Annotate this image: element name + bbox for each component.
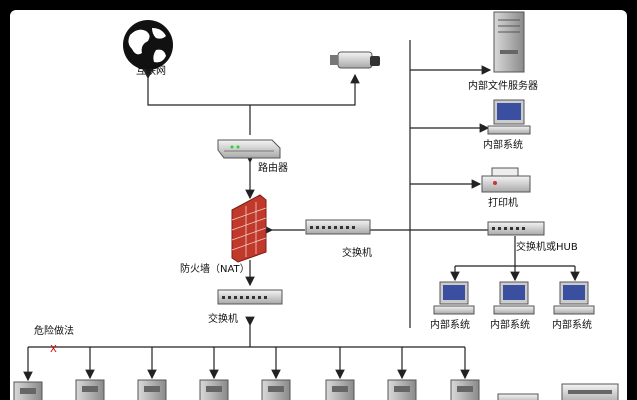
router-icon	[217, 139, 281, 159]
danger-mark: X	[50, 344, 57, 355]
pc-a-label: 内部系统	[430, 318, 470, 331]
switch-lower-icon	[217, 289, 283, 305]
diagram-canvas: 互联网 路由器 防火墙（NAT） 交换	[10, 10, 627, 400]
internal-system-pc-icon	[487, 99, 531, 135]
bottom-tower-3-icon	[137, 379, 167, 400]
bottom-server-10-icon	[561, 383, 619, 400]
switch-lower-label: 交换机	[208, 312, 238, 325]
pc-c-icon	[553, 281, 595, 315]
firewall-label: 防火墙（NAT）	[180, 262, 250, 275]
printer-label: 打印机	[488, 196, 518, 209]
bottom-tower-7-icon	[387, 379, 417, 400]
network-diagram: 互联网 路由器 防火墙（NAT） 交换	[13, 11, 619, 400]
bottom-tower-6-icon	[325, 379, 355, 400]
internet-label: 互联网	[136, 65, 166, 77]
bottom-tower-2-icon	[75, 379, 105, 400]
router-label: 路由器	[258, 161, 288, 174]
pc-b-label: 内部系统	[490, 318, 530, 331]
pc-b-icon	[493, 281, 535, 315]
danger-label: 危险做法	[34, 324, 74, 337]
bottom-tower-5-icon	[261, 379, 291, 400]
firewall-icon	[231, 194, 267, 263]
switch-center-icon	[305, 219, 371, 235]
internal-system-top-label: 内部系统	[483, 138, 523, 151]
printer-icon	[481, 167, 531, 193]
bottom-tower-8-icon	[450, 379, 480, 400]
switch-hub-label: 交换机或HUB	[516, 240, 578, 253]
switch-hub-icon	[487, 221, 545, 236]
camera-icon	[330, 51, 380, 69]
switch-center-label: 交换机	[342, 246, 372, 259]
file-server-label: 内部文件服务器	[468, 79, 538, 92]
file-server-icon	[493, 11, 525, 73]
pc-c-label: 内部系统	[552, 318, 592, 331]
connectors	[23, 40, 580, 382]
bottom-tower-1-icon	[13, 381, 43, 400]
bottom-tower-4-icon	[199, 379, 229, 400]
internet-globe-icon	[123, 20, 173, 70]
bottom-device-9-icon	[497, 393, 539, 400]
pc-a-icon	[433, 281, 475, 315]
